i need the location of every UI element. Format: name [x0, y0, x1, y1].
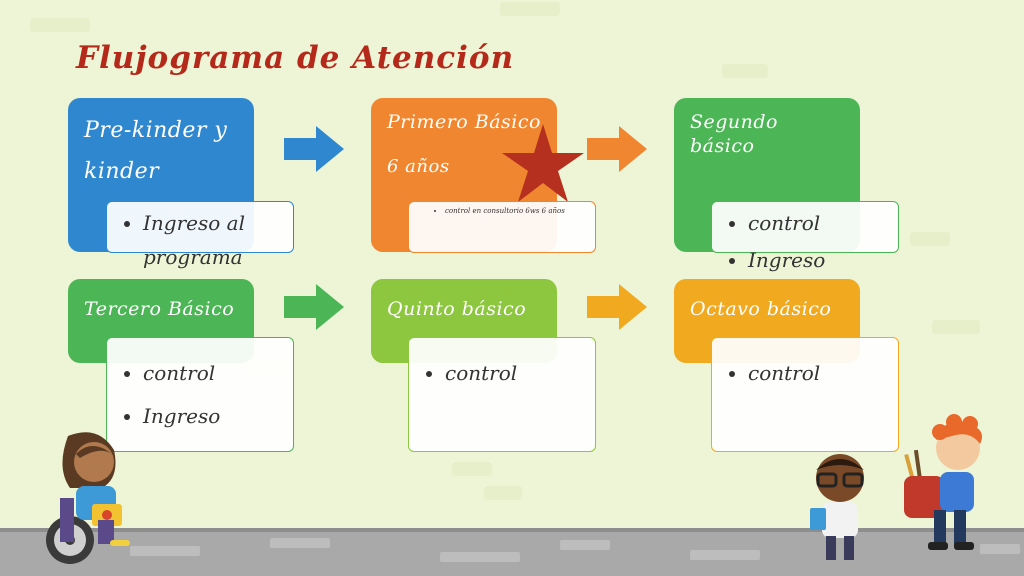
- arrow-right-icon: [284, 284, 344, 330]
- wall-decoration: [30, 18, 90, 32]
- stage-item: control: [748, 206, 890, 240]
- stage-title: Octavo básico: [690, 298, 832, 320]
- stage-item: control: [748, 352, 890, 395]
- page-title: Flujograma de Atención: [76, 40, 515, 76]
- boy-glasses-illustration: [810, 454, 864, 560]
- wall-decoration: [910, 232, 950, 246]
- girl-wheelchair-illustration: [46, 432, 130, 564]
- stage-card-octavo: control: [711, 337, 899, 452]
- stage-item: control en consultorio 6ws 6 años: [445, 206, 587, 216]
- wall-decoration: [500, 2, 560, 16]
- stage-title: Quinto básico: [387, 298, 527, 320]
- wall-decoration: [722, 64, 768, 78]
- wall-decoration: [452, 462, 492, 476]
- stage-card-prekinder: Ingreso al programa: [106, 201, 294, 269]
- stage-item: control: [445, 352, 587, 395]
- stage-title: Tercero Básico: [84, 298, 235, 320]
- wall-decoration: [484, 486, 522, 500]
- stage-card-tercero: control Ingreso: [106, 337, 294, 452]
- stage-item: Ingreso: [143, 395, 285, 438]
- floor-edge: [0, 528, 1024, 534]
- stage-card-primero: control en consultorio 6ws 6 años: [408, 201, 596, 253]
- boy-backpack-illustration: [904, 414, 982, 550]
- stage-title: Pre-kinder y kinder: [84, 118, 228, 184]
- stage-item: Ingreso: [748, 240, 890, 280]
- stage-card-segundo: control Ingreso: [711, 201, 899, 272]
- stage-title: Segundo básico: [690, 111, 778, 157]
- stage-title: Primero Básico: [387, 111, 541, 133]
- stage-card-quinto: control: [408, 337, 596, 452]
- stage-item: Ingreso al programa: [143, 206, 273, 274]
- arrow-right-icon: [587, 284, 647, 330]
- stage-subtitle: 6 años: [387, 156, 450, 177]
- wall-decoration: [932, 320, 980, 334]
- arrow-right-icon: [284, 126, 344, 172]
- star-icon: [502, 124, 584, 202]
- stage-item: control: [143, 352, 285, 395]
- arrow-right-icon: [587, 126, 647, 172]
